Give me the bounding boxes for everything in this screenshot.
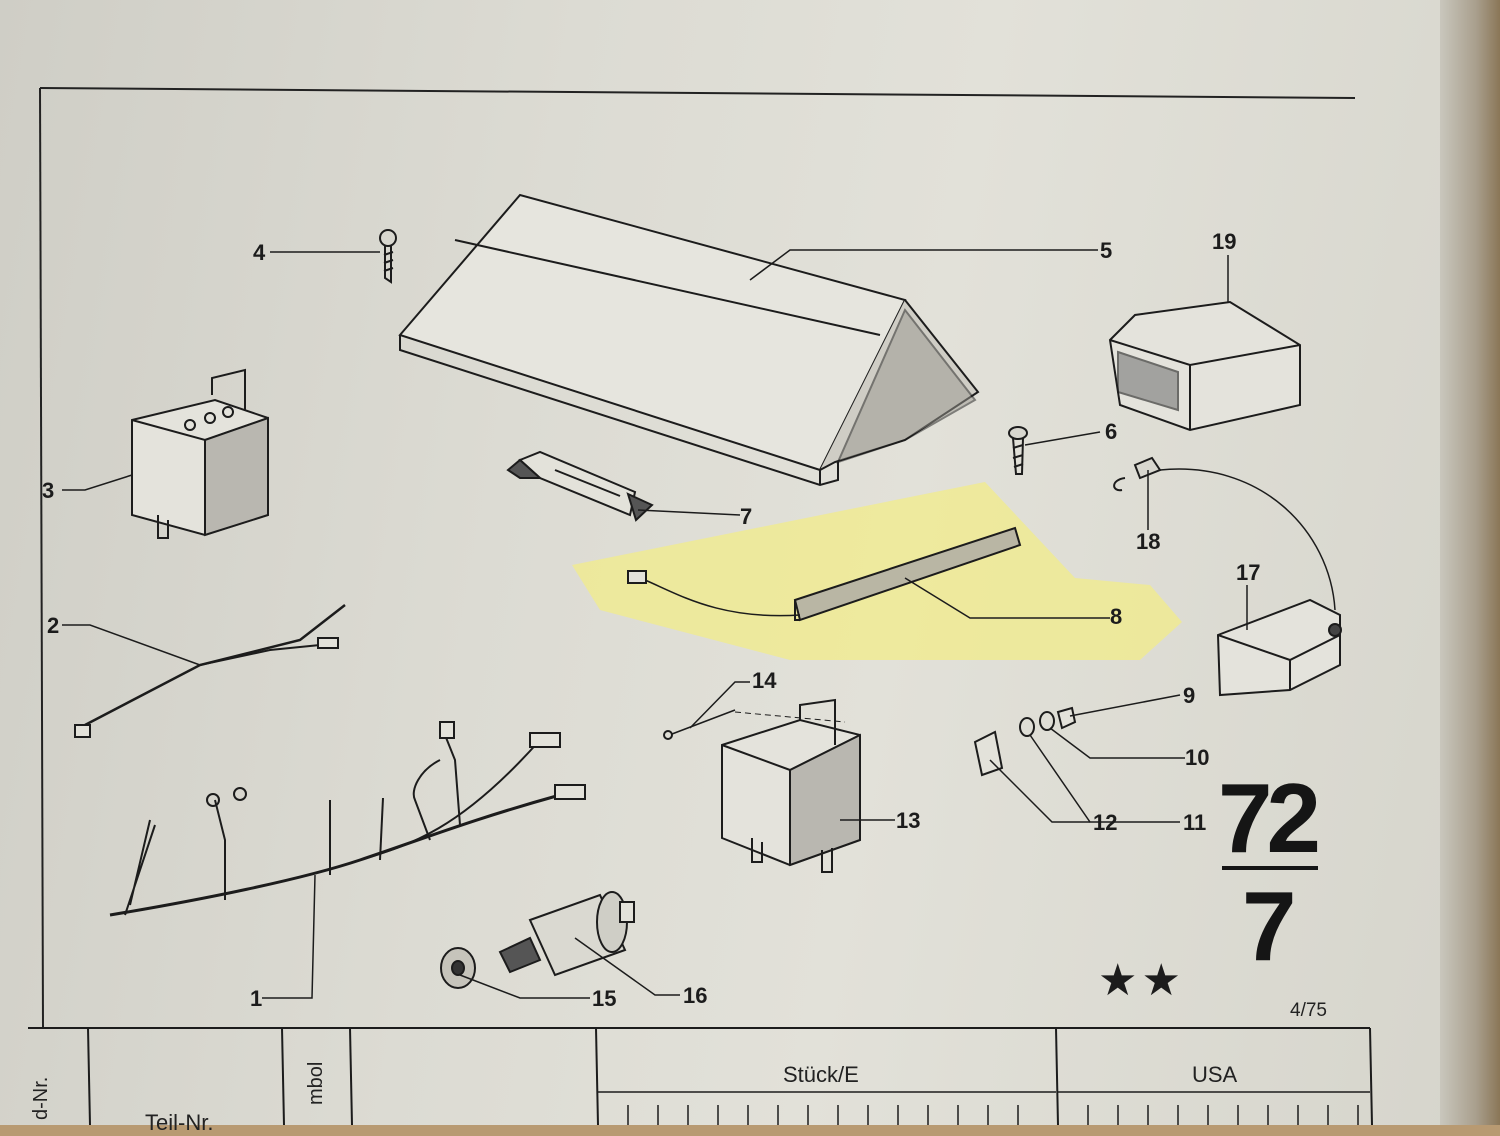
- two-star-marker: ★★: [1098, 956, 1185, 1005]
- callout-9[interactable]: 9: [1183, 683, 1196, 708]
- parts-table-grid: [28, 1027, 1373, 1125]
- page-edge: [1440, 0, 1500, 1125]
- callout-18[interactable]: 18: [1136, 529, 1161, 554]
- col-symbol-header: mbol: [305, 1061, 327, 1105]
- light-strip-part-8: [627, 526, 1022, 622]
- screw-part-6: [1008, 426, 1028, 475]
- screw-part-14: [663, 709, 846, 740]
- callout-16[interactable]: 16: [683, 983, 708, 1008]
- highlight-part-8: [572, 482, 1182, 660]
- callout-17[interactable]: 17: [1236, 560, 1261, 585]
- callout-7[interactable]: 7: [740, 504, 753, 529]
- col-partno-header: Teil-Nr.: [145, 1110, 214, 1135]
- callout-14[interactable]: 14: [752, 668, 777, 693]
- screw-part-4: [379, 229, 397, 284]
- callout-4[interactable]: 4: [253, 240, 266, 265]
- callout-12[interactable]: 12: [1093, 810, 1118, 835]
- switch-part-16: [498, 891, 635, 977]
- callout-15[interactable]: 15: [592, 986, 617, 1011]
- nut-part-9: [1056, 706, 1077, 730]
- callout-11[interactable]: 11: [1183, 810, 1207, 835]
- plate-sub-number: 7: [1242, 871, 1297, 981]
- callout-8[interactable]: 8: [1110, 604, 1123, 629]
- callout-6[interactable]: 6: [1105, 419, 1118, 444]
- frame-top-line: [39, 87, 1356, 99]
- leader-lines: [62, 249, 1248, 999]
- relay-part-3: [131, 368, 269, 539]
- clip-part-18: [1113, 456, 1336, 611]
- bracket-part-17: [1216, 598, 1342, 697]
- washer-part-11: [1019, 717, 1035, 737]
- callout-3[interactable]: 3: [42, 478, 55, 503]
- callout-19[interactable]: 19: [1212, 229, 1237, 254]
- plate-group-number: 72: [1218, 763, 1321, 873]
- callout-10[interactable]: 10: [1185, 745, 1210, 770]
- lamp-housing-part-5: [398, 193, 980, 487]
- revision-date: 4/75: [1290, 1000, 1327, 1021]
- col-usa-header: USA: [1192, 1062, 1238, 1087]
- callout-13[interactable]: 13: [896, 808, 921, 833]
- callout-1[interactable]: 1: [250, 986, 263, 1011]
- relay-part-13: [721, 698, 861, 873]
- bulb-part-7: [506, 450, 654, 522]
- bushing-part-15: [440, 947, 476, 989]
- washer-part-10: [1039, 711, 1055, 731]
- col-qty-header: Stück/E: [783, 1062, 859, 1087]
- col-ident-header: d-Nr.: [30, 1076, 52, 1120]
- frame-left-line: [39, 87, 44, 1029]
- callout-2[interactable]: 2: [47, 613, 60, 638]
- control-module-part-19: [1108, 300, 1301, 432]
- wiring-harness-part-1: [109, 721, 586, 917]
- wire-part-2: [74, 604, 346, 738]
- callout-5[interactable]: 5: [1100, 238, 1113, 263]
